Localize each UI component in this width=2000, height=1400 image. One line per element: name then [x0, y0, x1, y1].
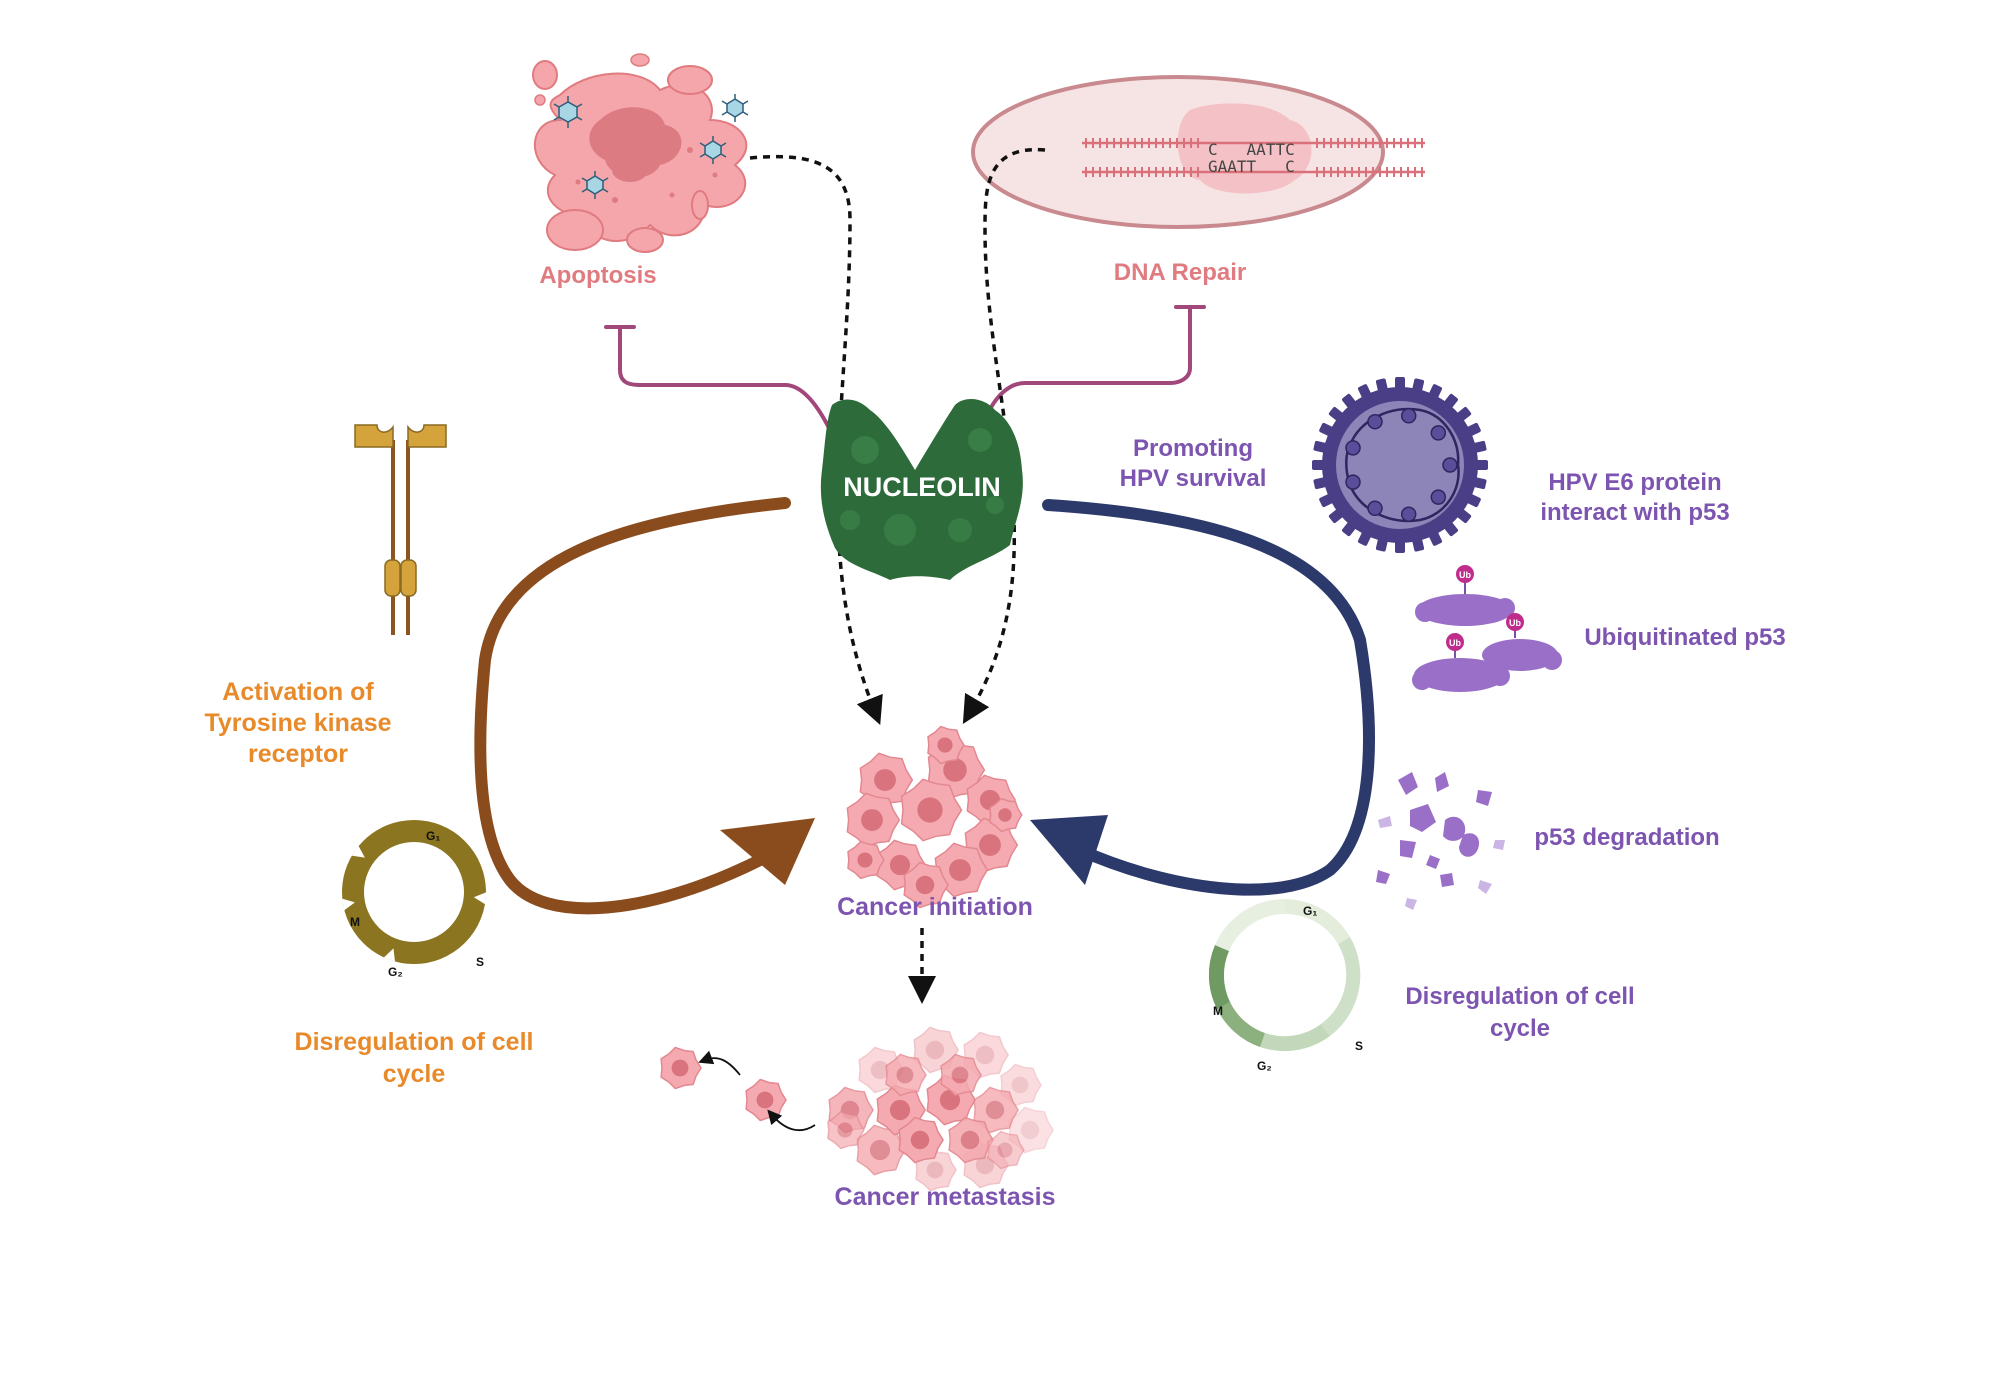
dna-top-sequence: C AATTC	[1208, 140, 1295, 159]
apoptosis-inhibition-line	[604, 325, 832, 432]
left-cell-cycle-wheel-icon: G₁ S G₂ M	[342, 820, 487, 979]
left-brown-arrow	[474, 497, 815, 915]
dna-bottom-sequence: GAATT C	[1208, 157, 1295, 176]
disreg-left-line2: cycle	[383, 1060, 446, 1088]
right-cycle-m: M	[1213, 1004, 1223, 1018]
ubiquitinated-p53-icon: Ub Ub Ub	[1412, 565, 1562, 692]
left-cycle-g2: G₂	[388, 965, 403, 979]
promoting-label-line2: HPV survival	[1120, 465, 1267, 492]
right-cycle-g1: G₁	[1303, 904, 1317, 918]
disreg-right-line2: cycle	[1490, 1015, 1550, 1042]
right-navy-arrow	[1030, 499, 1375, 896]
apoptosis-to-cancer-dashed-arrow	[749, 154, 883, 725]
metastasis-migration-arrows	[698, 1050, 816, 1132]
p53-degradation-fragments-icon	[1376, 772, 1505, 910]
dna-repair-nucleus-icon: C AATTC GAATT C	[971, 75, 1425, 229]
apoptosis-cell-icon	[532, 53, 748, 253]
left-cycle-m: M	[350, 915, 360, 929]
ubiquitinated-label: Ubiquitinated p53	[1584, 624, 1785, 651]
hpv-label-line2: interact with p53	[1540, 499, 1729, 526]
right-cycle-g2: G₂	[1257, 1059, 1272, 1073]
disreg-right-line1: Disregulation of cell	[1405, 983, 1634, 1010]
hpv-label-line1: HPV E6 protein	[1548, 469, 1721, 496]
virus-particle-icons	[553, 94, 749, 199]
right-cell-cycle-wheel-icon: G₁ S G₂ M	[1208, 898, 1363, 1073]
dashed-arrows	[749, 147, 1046, 1004]
cancer-initiation-label: Cancer initiation	[837, 893, 1033, 921]
nucleolin-label: NUCLEOLIN	[843, 472, 1001, 502]
dna-base-pairs	[1085, 138, 1423, 177]
cancer-initiation-cluster-icon	[846, 725, 1023, 909]
cancer-metastasis-label: Cancer metastasis	[835, 1183, 1056, 1211]
tyrosine-kinase-receptor-icon	[354, 424, 447, 635]
hpv-virus-icon	[1312, 377, 1488, 553]
ub-tag-2: Ub	[1449, 638, 1461, 648]
dna-repair-to-cancer-dashed-arrow	[962, 147, 1046, 725]
activation-label-line3: receptor	[248, 740, 348, 768]
ub-tag-1: Ub	[1459, 570, 1471, 580]
dna-repair-label: DNA Repair	[1114, 259, 1246, 286]
apoptosis-label: Apoptosis	[539, 262, 656, 289]
left-cycle-g1: G₁	[426, 829, 440, 843]
disreg-left-line1: Disregulation of cell	[295, 1028, 534, 1056]
activation-label-line1: Activation of	[222, 678, 374, 706]
p53-degradation-label: p53 degradation	[1534, 824, 1719, 851]
cancer-metastasis-cluster-icon	[660, 1026, 1054, 1192]
activation-label-line2: Tyrosine kinase	[204, 709, 391, 737]
right-cycle-s: S	[1355, 1039, 1363, 1053]
promoting-label-line1: Promoting	[1133, 435, 1253, 462]
nucleolin-protein-icon	[820, 398, 1023, 580]
ub-tag-3: Ub	[1509, 618, 1521, 628]
dna-repair-inhibition-line	[983, 305, 1206, 422]
left-cycle-s: S	[476, 955, 484, 969]
